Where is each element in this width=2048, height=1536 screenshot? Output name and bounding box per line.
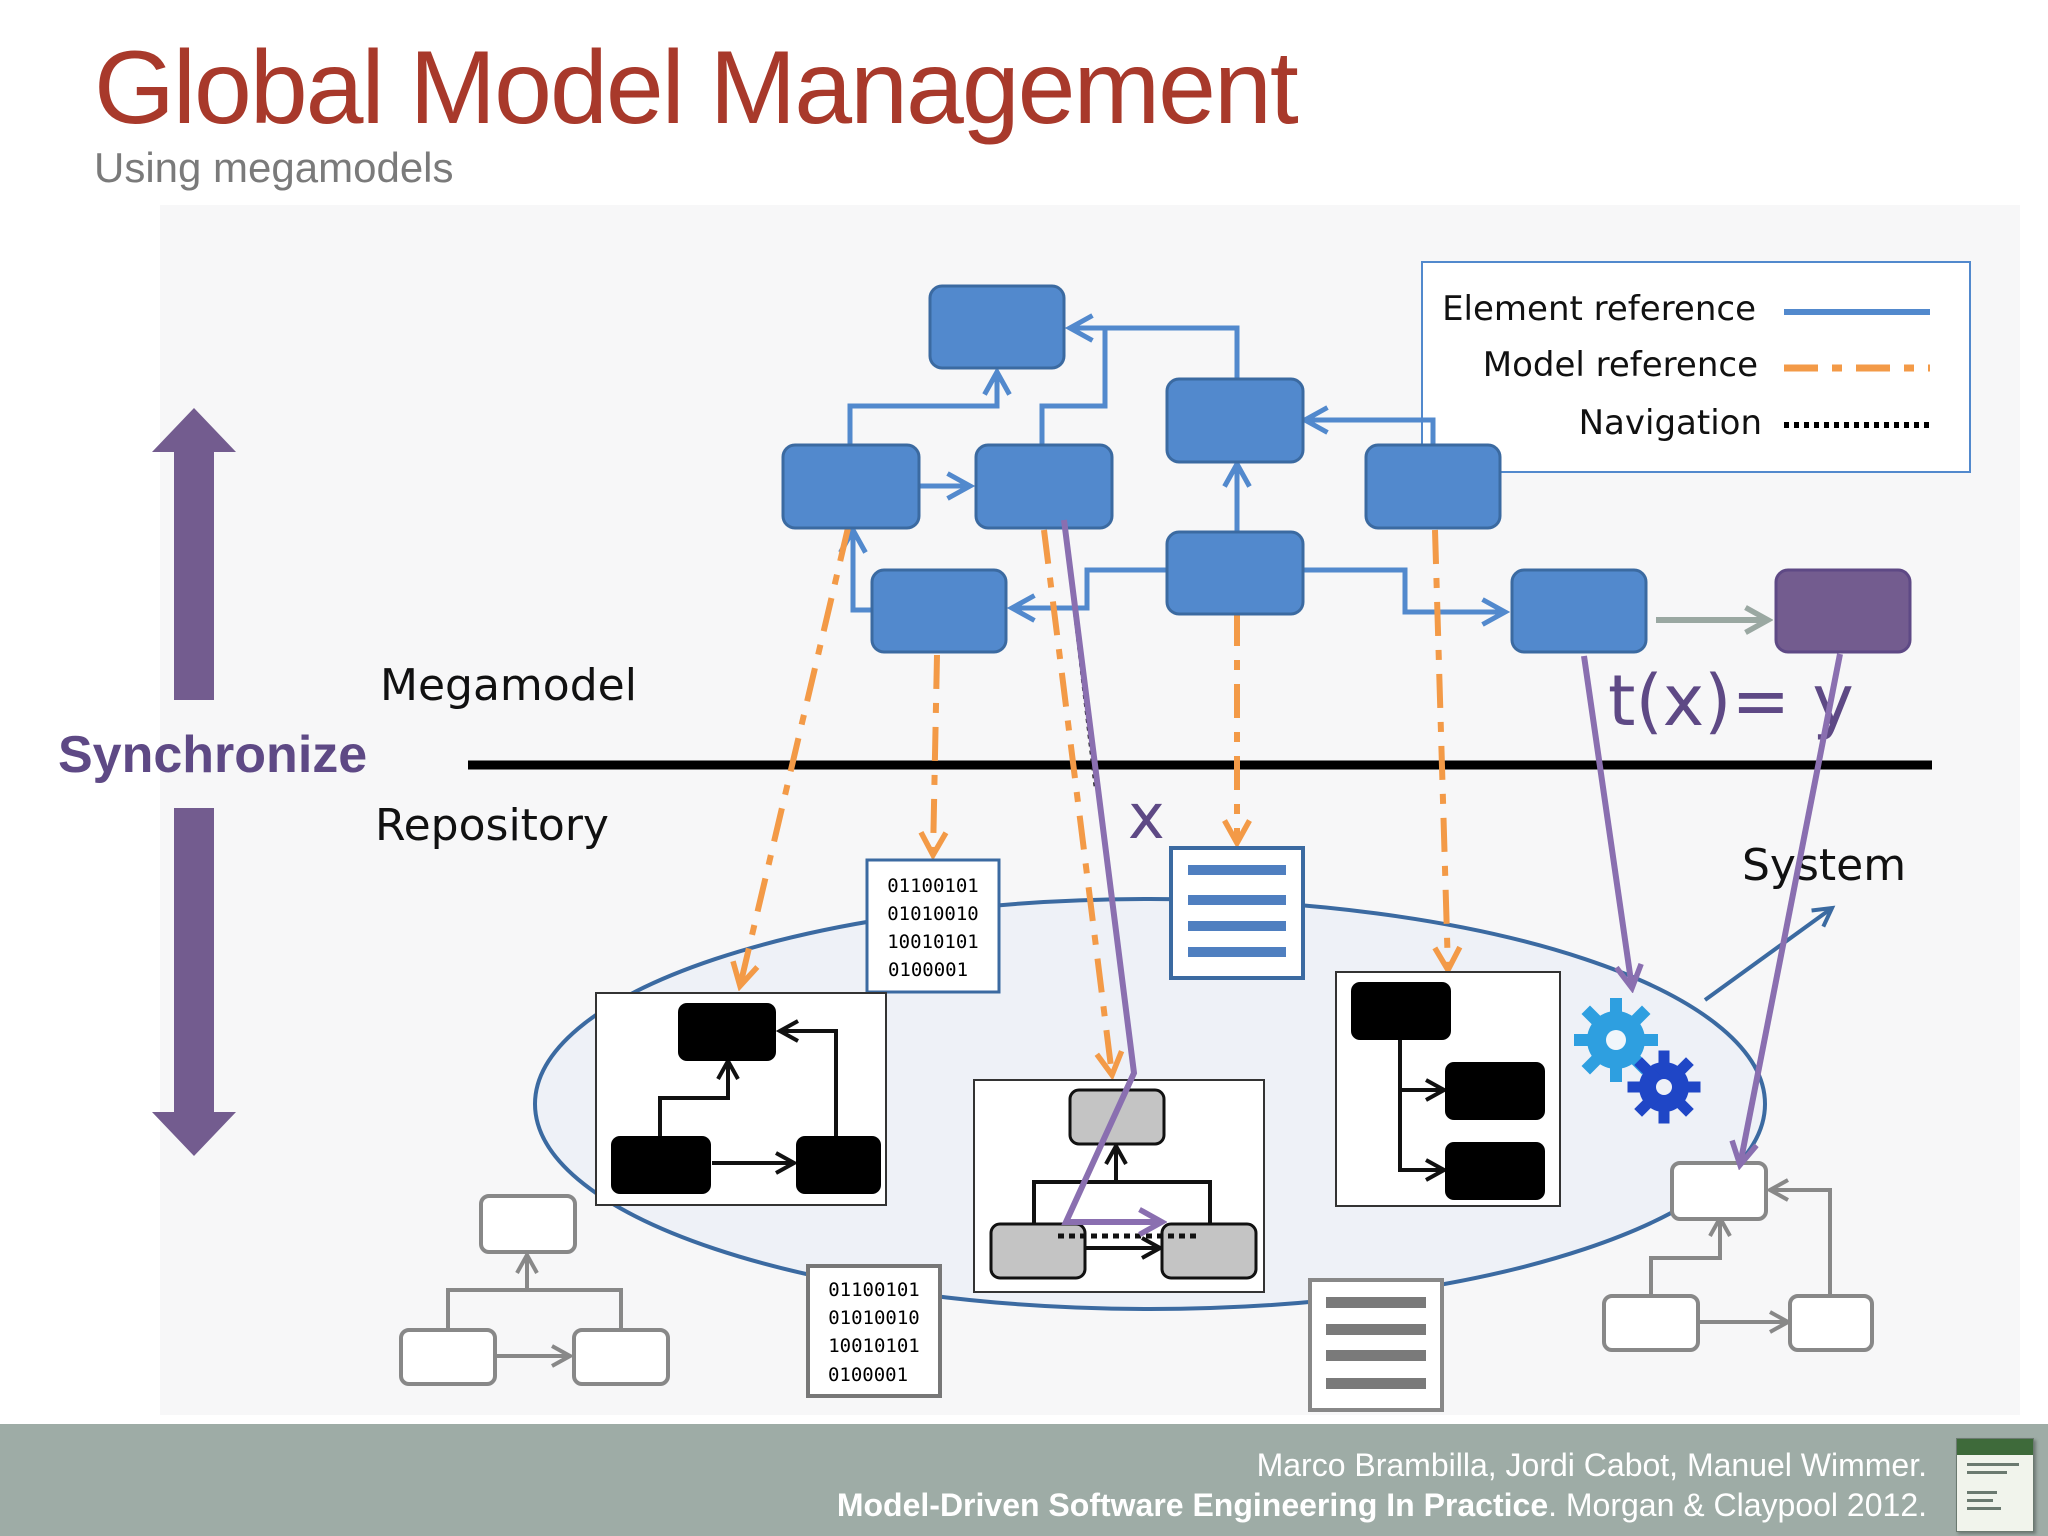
binary-line: 01010010	[887, 903, 979, 925]
model-diagram-outline-right	[1602, 1161, 1874, 1352]
binary-line: 01010010	[828, 1307, 920, 1329]
megamodel-element	[974, 443, 1114, 530]
synchronize-arrow-up	[152, 408, 236, 700]
purple-traces	[1061, 519, 1843, 1222]
megamodel-elements	[781, 284, 1648, 654]
megamodel-element	[1165, 377, 1305, 464]
gears-icon	[1574, 998, 1701, 1124]
transformation-box	[1774, 568, 1912, 654]
book-cover-thumbnail	[1956, 1438, 2034, 1532]
repository-label: Repository	[375, 800, 609, 851]
binary-line: 01100101	[828, 1279, 920, 1301]
legend: Element reference Model reference Naviga…	[1421, 261, 1971, 473]
model-diagram-grey-center	[973, 1079, 1265, 1293]
binary-line: 0100001	[888, 959, 968, 981]
synchronize-label: Synchronize	[58, 726, 367, 784]
megamodel-element	[870, 568, 1008, 654]
x-label: x	[1128, 780, 1165, 853]
footer-publisher: . Morgan & Claypool 2012.	[1548, 1487, 1927, 1523]
megamodel-element	[1165, 530, 1305, 616]
footer: Marco Brambilla, Jordi Cabot, Manuel Wim…	[0, 1424, 2048, 1536]
megamodel-element	[1364, 443, 1502, 530]
system-label: System	[1742, 840, 1906, 891]
system-arrow	[1703, 908, 1832, 1002]
legend-model-reference-label: Model reference	[1483, 345, 1758, 385]
synchronize-arrow-down	[152, 808, 236, 1156]
megamodel-label: Megamodel	[380, 660, 637, 711]
model-reference-edges	[740, 527, 1448, 1075]
transform-label: t(x)= y	[1608, 660, 1854, 742]
page-subtitle: Using megamodels	[94, 144, 454, 191]
model-tree-black-right	[1335, 971, 1561, 1207]
binary-line: 10010101	[887, 931, 979, 953]
footer-citation: Model-Driven Software Engineering In Pra…	[837, 1486, 1927, 1524]
legend-navigation-label: Navigation	[1579, 403, 1762, 443]
footer-authors: Marco Brambilla, Jordi Cabot, Manuel Wim…	[1256, 1447, 1927, 1483]
binary-file-bottom: 01100101 01010010 10010101 0100001	[806, 1264, 942, 1398]
legend-element-reference-label: Element reference	[1442, 289, 1756, 329]
binary-file-top: 01100101 01010010 10010101 0100001	[865, 858, 1001, 994]
model-diagram-outline-left	[399, 1194, 670, 1386]
binary-line: 01100101	[887, 875, 979, 897]
binary-line: 0100001	[828, 1364, 908, 1386]
text-document-blue	[1169, 846, 1305, 980]
synchronize-arrow	[152, 408, 236, 1156]
model-diagram-black-left	[595, 992, 887, 1206]
megamodel-element	[928, 284, 1066, 370]
page-title: Global Model Management	[94, 30, 1299, 146]
binary-line: 10010101	[828, 1335, 920, 1357]
element-reference-edges	[850, 328, 1505, 612]
text-document-grey	[1308, 1278, 1444, 1412]
footer-book-title: Model-Driven Software Engineering In Pra…	[836, 1487, 1549, 1523]
megamodel-element	[1510, 568, 1648, 654]
megamodel-element	[781, 443, 921, 530]
